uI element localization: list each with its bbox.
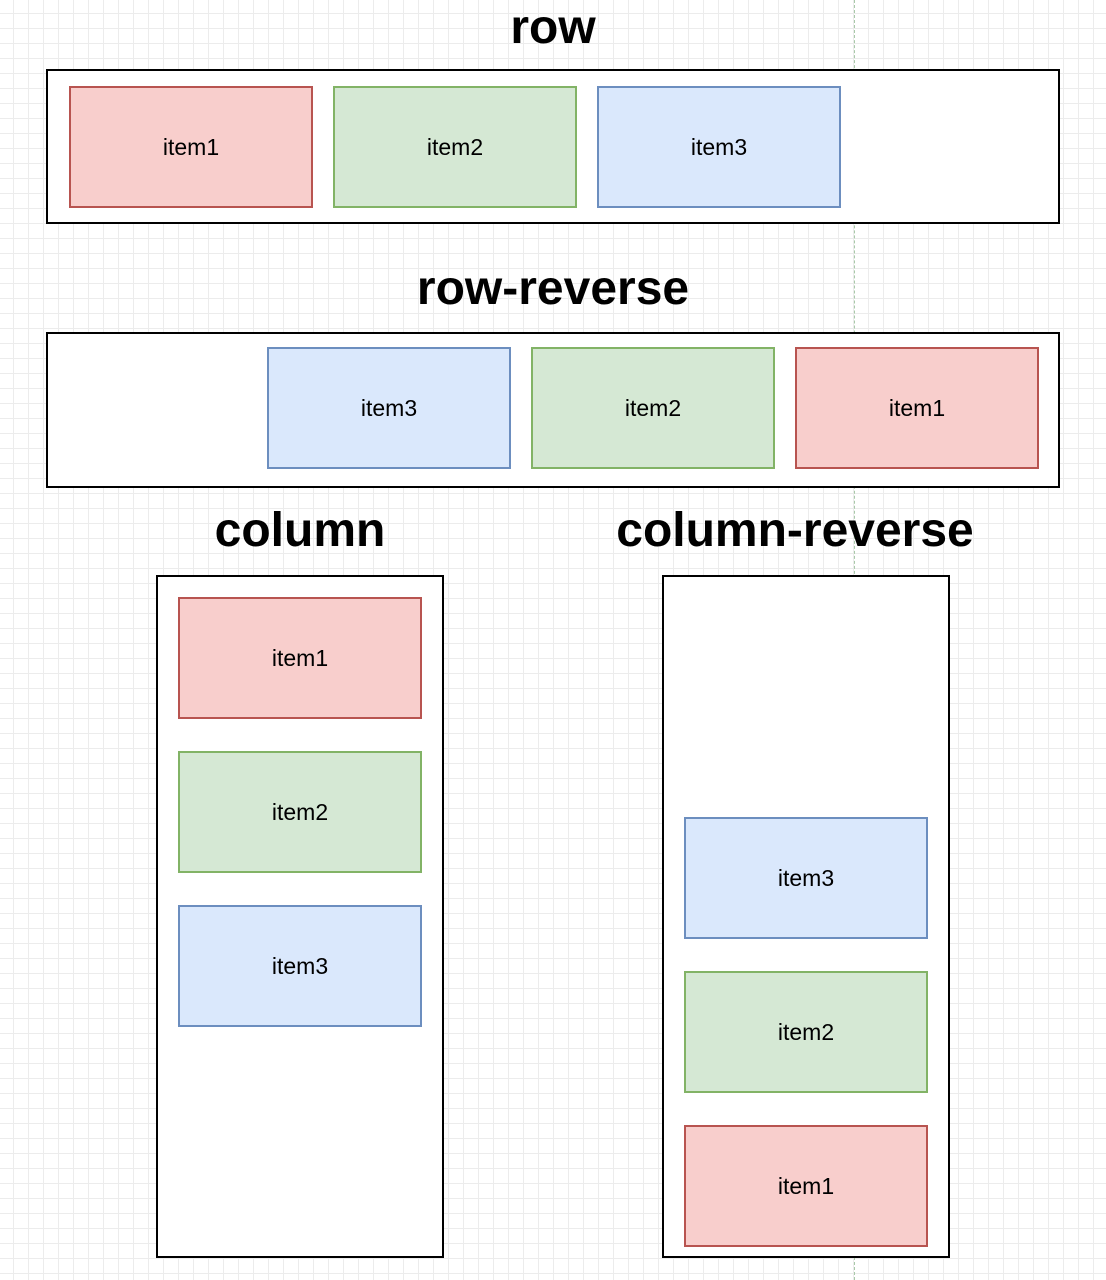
- row-reverse-item1[interactable]: item1: [795, 347, 1039, 469]
- title-row-reverse: row-reverse: [416, 262, 690, 315]
- container-row-reverse[interactable]: item3 item2 item1: [46, 332, 1060, 488]
- column-item3[interactable]: item3: [178, 905, 422, 1027]
- container-column[interactable]: item1 item2 item3: [156, 575, 444, 1258]
- title-row: row: [510, 1, 596, 54]
- container-row[interactable]: item1 item2 item3: [46, 69, 1060, 224]
- column-reverse-item2[interactable]: item2: [684, 971, 928, 1093]
- column-item1[interactable]: item1: [178, 597, 422, 719]
- row-item2[interactable]: item2: [333, 86, 577, 208]
- column-item2[interactable]: item2: [178, 751, 422, 873]
- row-reverse-item3[interactable]: item3: [267, 347, 511, 469]
- container-column-reverse[interactable]: item3 item2 item1: [662, 575, 950, 1258]
- row-item1[interactable]: item1: [69, 86, 313, 208]
- row-reverse-item2[interactable]: item2: [531, 347, 775, 469]
- title-column: column: [214, 504, 386, 557]
- column-reverse-item1[interactable]: item1: [684, 1125, 928, 1247]
- title-column-reverse: column-reverse: [616, 504, 974, 557]
- column-reverse-item3[interactable]: item3: [684, 817, 928, 939]
- row-item3[interactable]: item3: [597, 86, 841, 208]
